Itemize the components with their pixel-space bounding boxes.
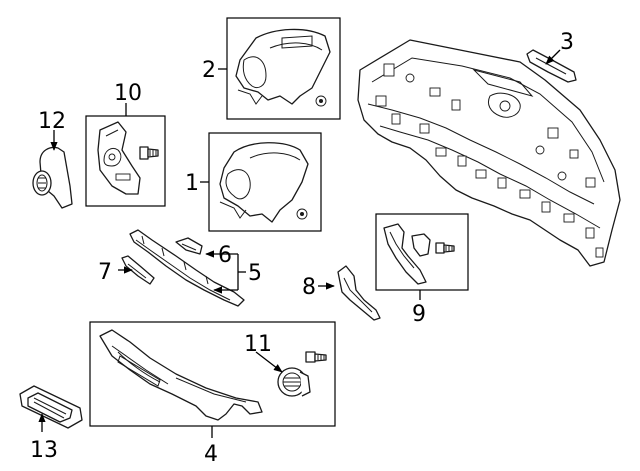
part-9-frame xyxy=(375,213,469,291)
callout-5: 5 xyxy=(248,261,262,286)
callout-9: 9 xyxy=(412,302,426,327)
callout-7: 7 xyxy=(98,260,112,285)
callout-6: 6 xyxy=(218,243,232,268)
part-10-bracket[interactable] xyxy=(85,115,166,207)
instrument-panel-frame[interactable] xyxy=(357,39,621,267)
part-9-bracket-set[interactable] xyxy=(375,213,469,291)
part-3-bracket[interactable] xyxy=(526,49,577,83)
part-2-cluster-housing[interactable] xyxy=(226,17,341,120)
part-8-side-bracket[interactable] xyxy=(337,265,381,321)
part-1-cluster-housing[interactable] xyxy=(208,132,322,232)
callout-1: 1 xyxy=(185,171,199,196)
part-6-small-bracket[interactable] xyxy=(175,237,203,255)
callout-12: 12 xyxy=(38,109,66,134)
callout-11: 11 xyxy=(244,332,272,357)
callout-13: 13 xyxy=(30,438,58,463)
callout-8: 8 xyxy=(302,275,316,300)
callout-3: 3 xyxy=(560,30,574,55)
part-13-center-vent[interactable] xyxy=(19,385,83,429)
leader-lines xyxy=(38,49,561,438)
part-11-round-vent[interactable] xyxy=(277,351,327,397)
callout-10: 10 xyxy=(114,81,142,106)
callout-4: 4 xyxy=(204,442,218,467)
callout-2: 2 xyxy=(202,58,216,83)
part-12-side-vent[interactable] xyxy=(32,146,73,209)
